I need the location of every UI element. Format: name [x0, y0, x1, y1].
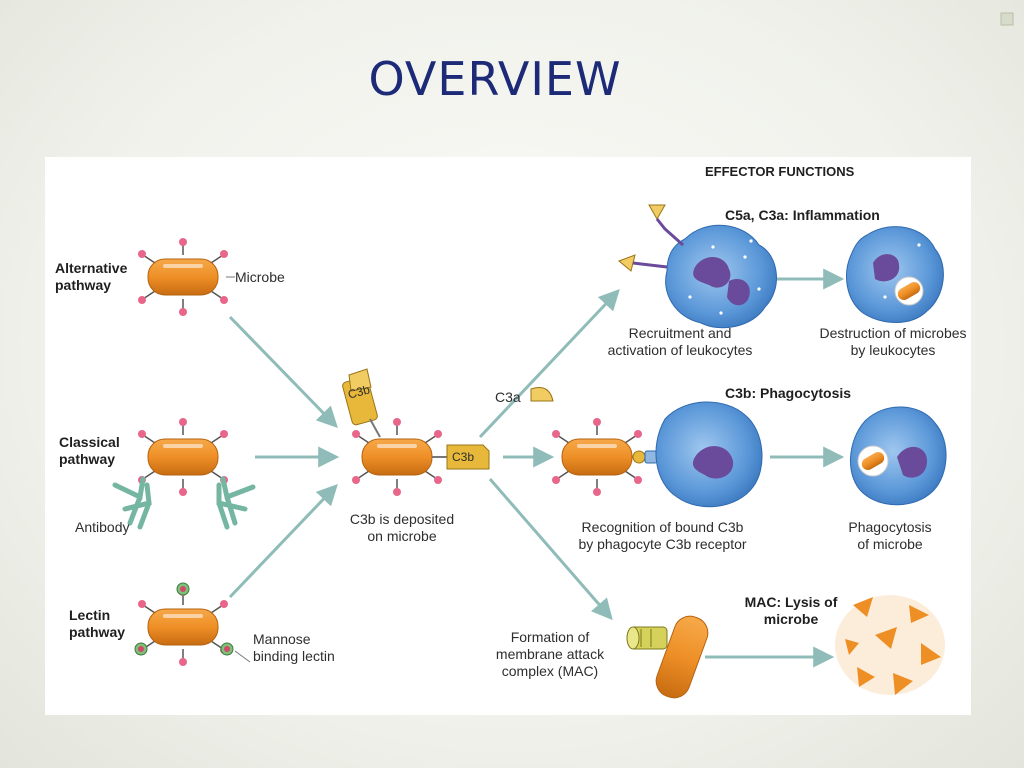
mac-complex-icon — [626, 615, 709, 699]
alternative-pathway-label: Alternative pathway — [55, 260, 128, 293]
microbe-lectin-icon — [137, 587, 229, 667]
diagram-canvas — [112, 204, 947, 699]
antibody-right-icon — [216, 476, 256, 530]
microbe-label: Microbe — [235, 269, 285, 285]
c3a-label: C3a — [495, 389, 521, 405]
c3b-side-label: C3b — [452, 450, 475, 464]
c3a-fragment-icon — [530, 387, 554, 402]
phagocyte-icon — [655, 401, 763, 508]
destruction-label: Destruction of microbes by leukocytes — [819, 325, 967, 358]
mannose-binding-lectin-label: Mannose binding lectin — [253, 631, 335, 664]
leukocyte-recruitment-icon — [618, 204, 777, 329]
inflammation-function-label: C5a, C3a: Inflammation — [725, 207, 880, 223]
recruitment-label: Recruitment and activation of leukocytes — [607, 325, 753, 358]
antibody-label: Antibody — [75, 519, 130, 535]
corner-marker-icon — [1000, 12, 1014, 26]
phagocytosis-of-microbe-label: Phagocytosis of microbe — [848, 519, 932, 552]
phagocytosis-cell-icon — [850, 406, 947, 506]
microbe-classical-icon — [137, 417, 229, 497]
complement-diagram-panel: Alternative pathway Classical pathway Le… — [45, 157, 971, 715]
microbe-opsonized-icon — [551, 417, 643, 497]
microbe-alternative-icon — [137, 237, 229, 317]
c3b-side-icon — [432, 444, 490, 470]
recognition-label: Recognition of bound C3b by phagocyte C3… — [578, 519, 747, 552]
c3b-top-icon — [342, 368, 381, 438]
c3b-receptor-icon — [632, 450, 658, 464]
antibody-left-icon — [112, 476, 152, 530]
lectin-pathway-label: Lectin pathway — [69, 607, 126, 640]
effector-functions-heading: EFFECTOR FUNCTIONS — [705, 164, 855, 179]
slide-title: OVERVIEW — [368, 52, 622, 106]
leukocyte-destruction-icon — [846, 226, 944, 323]
lysed-microbe-fragments-icon — [835, 595, 945, 695]
formation-mac-label: Formation of membrane attack complex (MA… — [495, 629, 605, 679]
c3b-deposited-label: C3b is deposited on microbe — [349, 511, 455, 544]
mannose-binding-lectin-icon — [134, 582, 234, 656]
microbe-c3b-deposited-icon — [351, 417, 443, 497]
lysis-function-label: MAC: Lysis of microbe — [744, 594, 838, 627]
classical-pathway-label: Classical pathway — [59, 434, 120, 467]
phagocytosis-function-label: C3b: Phagocytosis — [725, 385, 852, 401]
